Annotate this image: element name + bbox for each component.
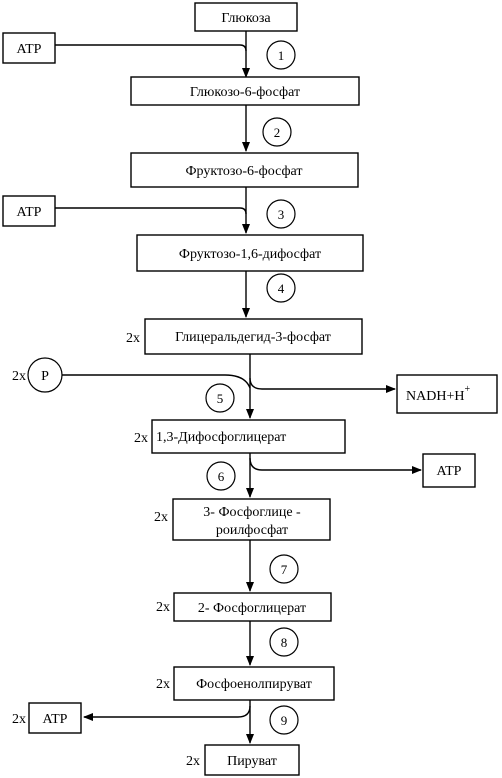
node-pg2: 2- Фосфоглицерат [173, 592, 332, 622]
arrow-nadh-out [249, 377, 396, 393]
node-f16bp-label: Фруктозо-1,6-дифосфат [179, 247, 321, 262]
connector-atp-in-2 [55, 207, 247, 215]
step-8-label: 8 [281, 635, 288, 650]
step-3: 3 [266, 199, 296, 229]
step-3-label: 3 [278, 207, 285, 222]
node-pg3-label-2: роилфосфат [216, 523, 288, 538]
node-pg2-label: 2- Фосфоглицерат [198, 601, 306, 616]
atp-out-2: ATP [28, 702, 82, 734]
step-7: 7 [269, 554, 299, 584]
node-pyruvate-label: Пируват [227, 754, 277, 769]
step-4-label: 4 [278, 281, 285, 296]
atp-in-2-label: ATP [17, 205, 42, 220]
step-9: 9 [269, 705, 299, 735]
multiplier-bpg: 2x [134, 431, 148, 446]
step-2-label: 2 [274, 125, 281, 140]
atp-in-1: ATP [2, 32, 56, 64]
atp-out-1-label: ATP [437, 464, 462, 479]
node-f6p-label: Фруктозо-6-фосфат [185, 164, 302, 179]
step-1-label: 1 [278, 48, 285, 63]
atp-out-1: ATP [422, 453, 476, 488]
connector-atp-in-1 [55, 44, 247, 52]
node-f6p: Фруктозо-6-фосфат [130, 152, 359, 188]
connector-phosphate [62, 374, 251, 389]
arrow-atp-out-1 [249, 457, 422, 474]
step-1: 1 [266, 40, 296, 70]
step-4: 4 [266, 273, 296, 303]
node-pg3-label-1: 3- Фосфоглице - [203, 505, 301, 520]
multiplier-pep: 2x [156, 677, 170, 692]
multiplier-pyruvate: 2x [186, 754, 200, 769]
atp-in-2: ATP [2, 195, 56, 227]
node-pyruvate: Пируват [204, 744, 300, 776]
node-pep: Фосфоенолпируват [173, 666, 335, 701]
multiplier-atp-out-2: 2x [12, 712, 26, 727]
nadh-output: NADH+H+ [396, 374, 498, 414]
step-8: 8 [269, 627, 299, 657]
multiplier-pg2: 2x [156, 600, 170, 615]
step-2: 2 [262, 117, 292, 147]
node-gap-label: Глицеральдегид-3-фосфат [175, 330, 331, 345]
step-6-label: 6 [218, 469, 225, 484]
node-g6p: Глюкозо-6-фосфат [130, 76, 360, 106]
multiplier-gap: 2x [126, 331, 140, 346]
multiplier-pg3: 2x [154, 510, 168, 525]
arrow-atp-out-2 [83, 705, 251, 721]
node-f16bp: Фруктозо-1,6-дифосфат [136, 234, 364, 272]
node-glucose: Глюкоза [194, 2, 298, 32]
phosphate-label: P [41, 369, 49, 384]
node-gap: Глицеральдегид-3-фосфат [144, 318, 363, 355]
nadh-label: NADH+H+ [406, 384, 470, 404]
node-bpg: 1,3-Дифосфоглицерат [151, 419, 346, 454]
step-5: 5 [205, 383, 235, 413]
node-pep-label: Фосфоенолпируват [196, 677, 312, 692]
multiplier-phosphate: 2x [12, 369, 26, 384]
node-glucose-label: Глюкоза [221, 11, 271, 26]
step-9-label: 9 [281, 713, 288, 728]
phosphate: P [27, 357, 63, 393]
node-g6p-label: Глюкозо-6-фосфат [190, 85, 300, 100]
atp-in-1-label: ATP [17, 42, 42, 57]
step-6: 6 [206, 461, 236, 491]
node-pg3: 3- Фосфоглице - роилфосфат [172, 498, 331, 541]
atp-out-2-label: ATP [43, 712, 68, 727]
step-5-label: 5 [217, 391, 224, 406]
node-bpg-label: 1,3-Дифосфоглицерат [156, 430, 286, 445]
step-7-label: 7 [281, 562, 288, 577]
